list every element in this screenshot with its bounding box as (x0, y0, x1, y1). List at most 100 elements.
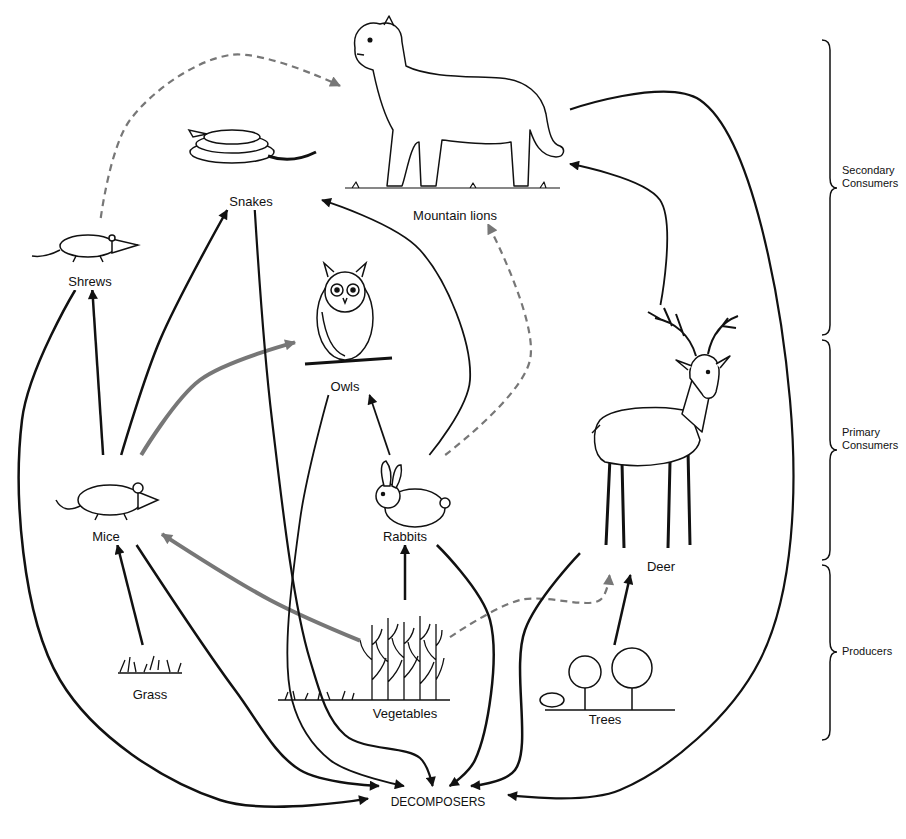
rabbit-drawing (382, 493, 385, 496)
food-arrow (141, 342, 295, 455)
food-arrow (19, 290, 368, 807)
food-arrow (117, 545, 142, 645)
level-bracket (822, 340, 837, 560)
rabbit-drawing (440, 498, 450, 508)
organism-node: Mice (50, 455, 162, 545)
organism-node: Shrews (28, 218, 152, 290)
level-bracket (822, 40, 837, 335)
owl-drawing (347, 284, 359, 296)
food-arrow (437, 545, 494, 786)
mountain-lion-drawing (368, 38, 372, 42)
mouse-drawing (133, 483, 143, 493)
level-bracket (822, 565, 837, 740)
deer-drawing (592, 425, 600, 433)
trophic-level-label: Producers (842, 645, 902, 658)
shrew-drawing (32, 250, 60, 256)
organism-node: Vegetables (360, 600, 450, 722)
organism-label: Mice (90, 530, 121, 545)
vegetables-drawing (424, 624, 444, 700)
snake-drawing (268, 152, 316, 159)
mountain-lion-drawing (355, 23, 564, 186)
rabbit-drawing (392, 465, 401, 488)
food-arrow (450, 575, 610, 637)
trophic-level-label: Secondary Consumers (842, 164, 902, 190)
mountain-lion-drawing (345, 182, 560, 188)
vegetables-drawing (408, 616, 434, 700)
mouse-drawing (95, 514, 127, 520)
owl-drawing (324, 263, 366, 303)
organism-label: Snakes (227, 195, 274, 210)
vegetables-drawing (392, 622, 418, 700)
shrew-drawing (60, 235, 116, 257)
snake-drawing (189, 130, 207, 137)
organism-label: DECOMPOSERS (389, 796, 488, 810)
grass-drawing (118, 656, 182, 673)
vegetables-drawing (278, 691, 450, 700)
deer-drawing (676, 356, 730, 370)
trees-drawing (540, 648, 675, 710)
food-arrow (322, 200, 470, 455)
rabbit-drawing (381, 461, 390, 486)
organism-label: Trees (587, 713, 624, 728)
food-arrow (162, 534, 360, 641)
organism-label: Owls (329, 380, 362, 395)
food-arrow (287, 395, 404, 786)
mountain-lion-drawing (357, 54, 364, 55)
mouse-drawing (138, 492, 158, 509)
vegetables-drawing (360, 625, 386, 700)
organism-label: Shrews (66, 275, 113, 290)
grass-drawing (118, 656, 182, 673)
food-arrow (92, 290, 103, 455)
food-arrow (445, 224, 531, 455)
organism-label: Rabbits (381, 530, 429, 545)
vegetables-drawing (376, 618, 402, 700)
food-arrow (137, 545, 379, 786)
organism-node: Mountain lions (340, 12, 570, 224)
owl-drawing (322, 312, 345, 356)
trophic-level-label: Primary Consumers (842, 426, 902, 452)
decomposer-node: DECOMPOSERS (368, 786, 508, 810)
organism-label: Vegetables (371, 707, 439, 722)
organism-node: Trees (535, 645, 675, 728)
organism-node: Deer (580, 305, 742, 575)
food-arrow (255, 210, 433, 786)
owl-drawing (331, 284, 343, 296)
mountain-lion-drawing (345, 16, 563, 188)
vegetables-drawing (278, 616, 450, 700)
trees-drawing (612, 648, 652, 688)
owl-drawing (325, 272, 365, 312)
mouse-drawing (56, 483, 158, 520)
trees-drawing (540, 693, 564, 707)
snake-drawing (189, 130, 316, 163)
deer-drawing (707, 371, 710, 374)
organism-label: Mountain lions (411, 209, 499, 224)
food-arrow (404, 545, 407, 600)
organism-node: Snakes (180, 118, 322, 210)
shrew-drawing (112, 239, 138, 253)
shrew-drawing (32, 235, 138, 262)
shrew-drawing (109, 235, 115, 241)
shrew-drawing (73, 256, 103, 262)
food-arrow (508, 92, 793, 799)
organism-node: Rabbits (355, 455, 455, 545)
mountain-lion-drawing (384, 16, 394, 26)
food-arrow (101, 54, 340, 218)
deer-drawing (648, 308, 738, 356)
food-arrow (370, 395, 390, 455)
organism-label: Deer (645, 560, 677, 575)
deer-drawing (690, 355, 719, 398)
level-bracket (822, 40, 837, 740)
mouse-drawing (78, 485, 142, 515)
trees-drawing (545, 686, 675, 710)
organism-node: Grass (112, 645, 188, 703)
food-arrow (570, 164, 667, 305)
snake-drawing (204, 130, 260, 144)
food-arrow (614, 575, 630, 645)
owl-drawing (351, 288, 355, 292)
trees-drawing (569, 656, 601, 688)
food-arrow (121, 210, 227, 455)
owl-drawing (305, 263, 392, 364)
